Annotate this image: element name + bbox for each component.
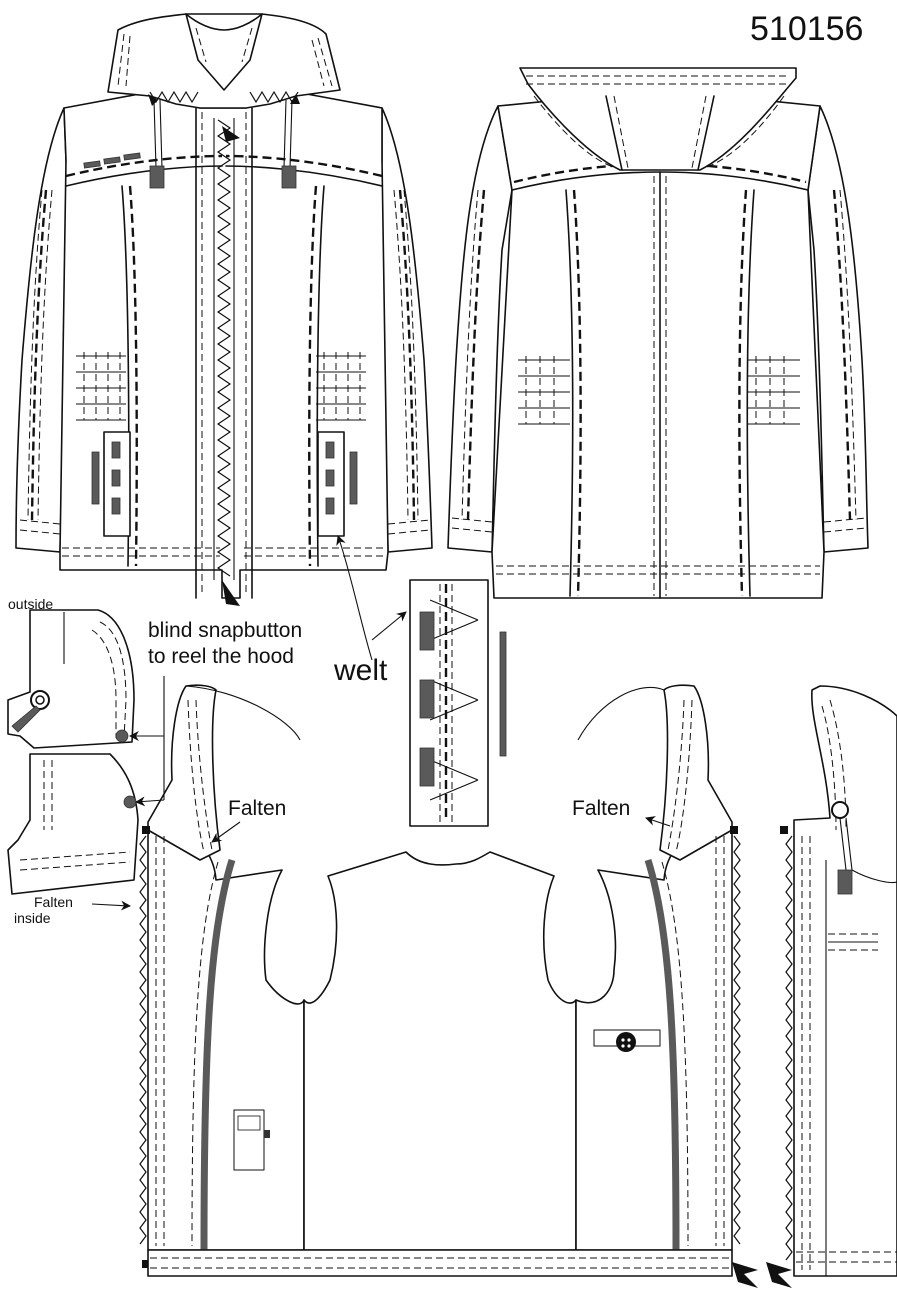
placket-detail	[766, 685, 897, 1288]
front-zipper	[216, 119, 232, 577]
cord-stopper-left	[149, 165, 165, 189]
inside-right-front	[575, 684, 741, 1251]
label-blind-snap-2: to reel the hood	[148, 645, 294, 668]
label-inside: inside	[14, 910, 51, 926]
annotation-arrows	[91, 535, 671, 911]
inside-hanger-loop	[593, 1029, 661, 1052]
front-pocket-left	[91, 431, 131, 537]
back-right-sleeve	[807, 105, 869, 553]
hood-detail-inside	[7, 753, 139, 895]
inside-hem-band	[147, 1249, 758, 1288]
back-smocking-right	[748, 356, 800, 425]
jacket-front-view	[15, 13, 433, 606]
label-falten-small: Falten	[34, 894, 73, 910]
smocking-left	[76, 352, 126, 421]
back-smocking-left	[518, 356, 570, 425]
inside-label-tag	[233, 1109, 270, 1171]
welt-pocket-detail	[409, 579, 507, 827]
label-falten-left: Falten	[228, 797, 287, 820]
article-number: 510156	[750, 10, 864, 48]
label-blind-snap-1: blind snapbutton	[148, 619, 303, 642]
label-outside: outside	[8, 596, 54, 612]
jacket-back-view	[447, 67, 869, 599]
cord-stopper-right	[281, 165, 297, 189]
label-falten-right: Falten	[572, 797, 631, 820]
inside-back	[303, 851, 577, 1251]
back-left-sleeve	[447, 105, 513, 553]
back-hood	[519, 67, 797, 171]
label-welt: welt	[334, 654, 388, 687]
inside-left-front	[139, 684, 305, 1268]
smocking-right	[316, 352, 366, 421]
front-pocket-right	[317, 431, 358, 537]
front-collar	[185, 13, 263, 91]
hood-detail-outside	[7, 609, 135, 749]
